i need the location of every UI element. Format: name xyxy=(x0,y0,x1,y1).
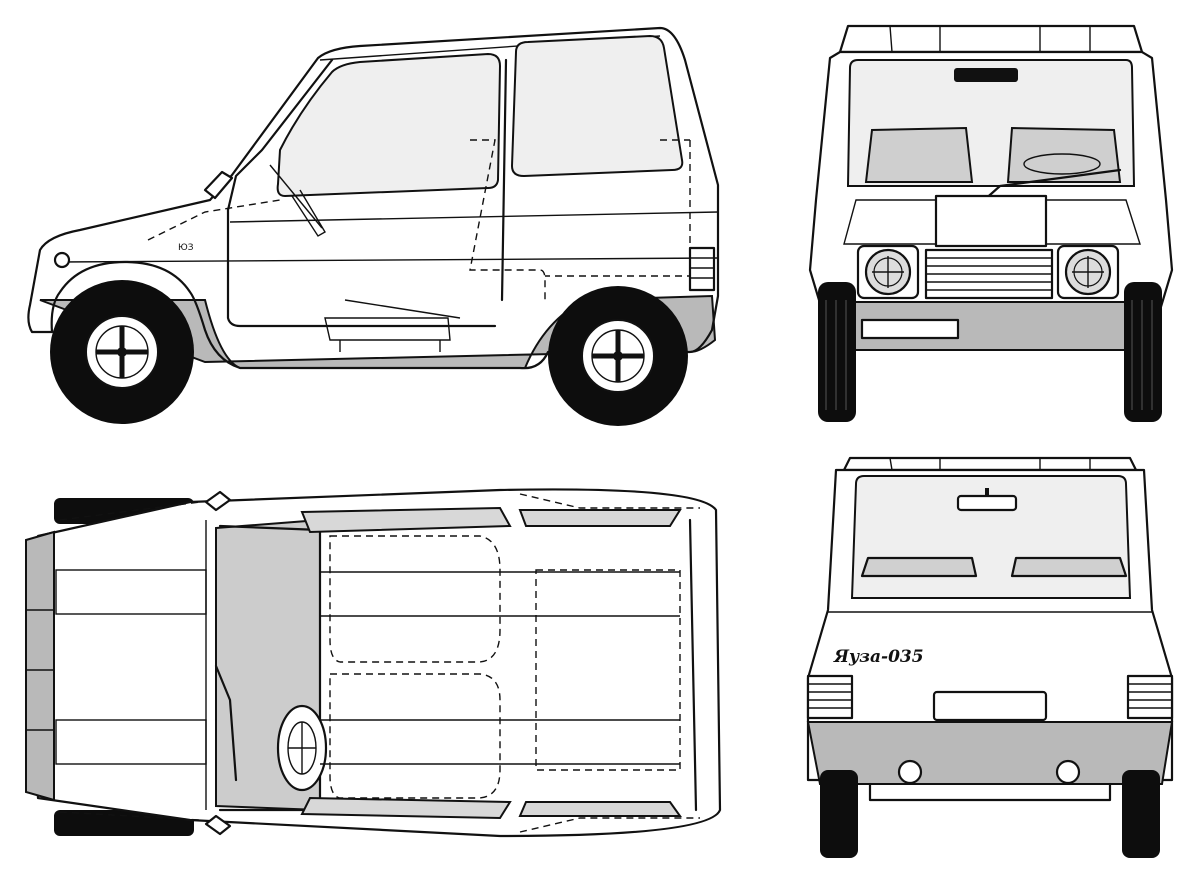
side-mirror xyxy=(203,170,234,200)
side-hood-badge: ЮЗ xyxy=(178,243,194,253)
rear-tow-hook-right xyxy=(1055,759,1081,785)
top-steering-wheel xyxy=(276,704,328,792)
front-tire-tread xyxy=(825,300,1153,410)
front-seat-right xyxy=(1006,126,1122,183)
side-beltline-upper xyxy=(229,211,719,223)
top-rear-edge xyxy=(688,518,698,812)
top-mirror-lower xyxy=(204,814,232,836)
top-seat-front-upper xyxy=(329,535,501,663)
front-headlight-right xyxy=(1056,244,1120,300)
front-roof xyxy=(838,24,1144,54)
rear-tire-left xyxy=(820,770,858,858)
front-hood-center-panel xyxy=(934,194,1048,248)
side-tail-light-ribs xyxy=(690,257,714,279)
top-roof-glass-lower xyxy=(300,796,512,820)
side-view: ЮЗ xyxy=(0,0,740,440)
front-rearview-mirror xyxy=(954,68,1018,82)
side-hidden-dash xyxy=(147,199,281,241)
side-front-window xyxy=(276,52,502,198)
rear-headrest-right xyxy=(1010,556,1128,578)
top-bumper-ribs xyxy=(26,609,54,731)
top-view-drawing xyxy=(25,488,722,838)
front-seat-left xyxy=(864,126,974,183)
rear-bumper xyxy=(806,721,1174,785)
side-headlight xyxy=(53,251,71,269)
rear-headrest-left xyxy=(860,556,978,578)
rear-chassis xyxy=(868,782,1112,802)
top-front-bumper xyxy=(25,530,55,802)
rear-license-plate xyxy=(932,690,1048,722)
front-view xyxy=(800,10,1180,430)
rear-tire-right xyxy=(1122,770,1160,858)
side-floor-box xyxy=(324,299,461,341)
rear-interior-mirror xyxy=(956,494,1018,512)
side-floor-mounts xyxy=(339,340,441,352)
front-tire-right xyxy=(1124,282,1162,422)
rear-roof-vents xyxy=(889,457,1091,471)
rear-tail-light-right xyxy=(1126,674,1174,720)
top-view xyxy=(20,480,740,850)
top-body-outline xyxy=(32,488,722,838)
rear-window xyxy=(850,475,1132,599)
rear-view-drawing: Яуза-035 xyxy=(806,456,1174,858)
top-seat-front-lower xyxy=(329,673,501,799)
rear-view: Яуза-035 xyxy=(800,450,1180,860)
rear-roof xyxy=(842,456,1138,472)
rear-model-lettering: Яуза-035 xyxy=(833,647,924,667)
front-steering-wheel xyxy=(1023,153,1101,175)
top-mirror-upper xyxy=(204,490,232,512)
rear-tail-light-left xyxy=(806,674,854,720)
side-view-drawing: ЮЗ xyxy=(27,26,720,426)
side-rear-window xyxy=(510,34,684,178)
top-gear-lever xyxy=(214,664,238,782)
top-roof-glass-upper xyxy=(300,506,512,534)
side-body-outline xyxy=(27,26,720,370)
top-rear-seat xyxy=(535,569,681,771)
front-headlight-left xyxy=(856,244,920,300)
front-roof-vents xyxy=(889,25,1091,53)
top-rear-glass-lower xyxy=(518,801,682,817)
front-view-drawing xyxy=(808,24,1174,422)
rear-tow-hook-left xyxy=(897,759,923,785)
top-rear-glass-upper xyxy=(518,509,682,527)
side-tail-light xyxy=(688,246,716,292)
front-grille-slats xyxy=(926,257,1052,291)
top-door-edge xyxy=(218,524,322,812)
side-belt-line xyxy=(59,257,719,263)
side-steering-column xyxy=(269,164,326,237)
side-lower-skirt xyxy=(39,294,717,369)
side-front-wheel xyxy=(50,280,194,424)
side-rear-wheel xyxy=(548,286,688,426)
front-plate xyxy=(860,318,960,340)
front-tire-left xyxy=(818,282,856,422)
